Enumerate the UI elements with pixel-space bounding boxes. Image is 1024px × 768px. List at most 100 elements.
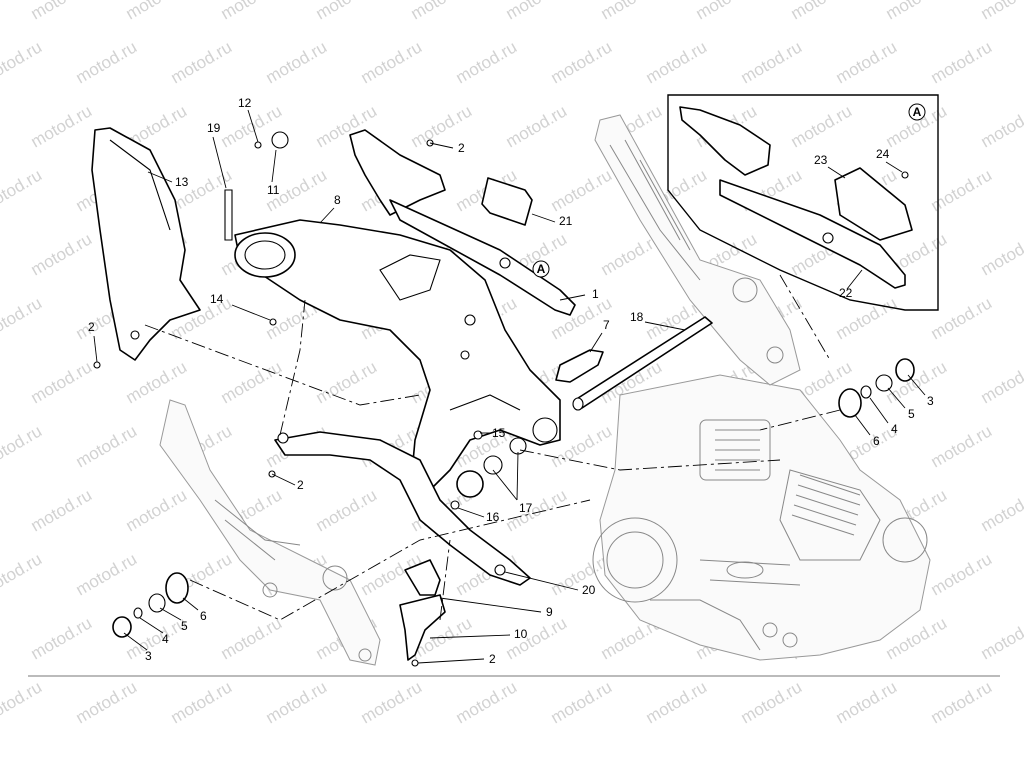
part-number-p8: 8 [334, 193, 341, 207]
watermark-text: motod.ru [73, 37, 141, 87]
part-number-p2a: 2 [458, 141, 465, 155]
watermark-text: motod.ru [788, 101, 856, 151]
watermark-text: motod.ru [73, 677, 141, 727]
watermark-text: motod.ru [0, 549, 45, 599]
part-number-p18: 18 [630, 310, 644, 324]
watermark-text: motod.ru [643, 677, 711, 727]
part-number-p6a: 6 [873, 434, 880, 448]
leader-line-p14 [231, 304, 271, 321]
watermark-text: motod.ru [28, 357, 96, 407]
watermark-text: motod.ru [218, 0, 286, 23]
leader-line-p4a [869, 397, 889, 424]
part-number-p3a: 3 [927, 394, 934, 408]
detail-a-inset [667, 94, 939, 311]
watermark-text: motod.ru [168, 37, 236, 87]
left-footpeg-bracket [159, 399, 381, 666]
watermark-text: motod.ru [978, 101, 1024, 151]
watermark-text: motod.ru [548, 37, 616, 87]
leader-line-p17 [492, 469, 518, 501]
detail-a-callout-inset: A [908, 103, 926, 121]
callout-a-inset-label: A [913, 105, 922, 119]
watermark-text: motod.ru [978, 357, 1024, 407]
part-number-p4a: 4 [891, 422, 898, 436]
leader-line-p16 [457, 507, 485, 518]
watermark-text: motod.ru [263, 37, 331, 87]
leader-line-p3a [907, 374, 926, 396]
gasket-7 [555, 349, 604, 383]
leader-line-p20 [504, 571, 579, 591]
watermark-text: motod.ru [643, 37, 711, 87]
watermark-text: motod.ru [503, 0, 571, 23]
leader-line-p5b [159, 607, 182, 621]
part-number-p19: 19 [207, 121, 221, 135]
part-number-p7: 7 [603, 318, 610, 332]
watermark-text: motod.ru [313, 357, 381, 407]
watermark-text: motod.ru [0, 165, 45, 215]
watermark-text: motod.ru [738, 37, 806, 87]
leader-line-p6b [182, 597, 199, 611]
leader-line-p19 [212, 136, 227, 189]
leader-line-p4b [139, 617, 164, 634]
callout-a-main-label: A [537, 262, 546, 276]
leader-line-p1 [559, 294, 586, 301]
watermark-text: motod.ru [503, 485, 571, 535]
leader-lines [93, 109, 926, 664]
watermark-text: motod.ru [73, 549, 141, 599]
watermark-text: motod.ru [123, 613, 191, 663]
leader-line-p5a [887, 387, 906, 409]
leader-line-p6a [854, 414, 871, 436]
detail-a-callout-main: A [532, 260, 550, 278]
part-number-p12: 12 [238, 96, 252, 110]
bracket-9 [404, 559, 441, 596]
watermark-text: motod.ru [28, 613, 96, 663]
watermark-text: motod.ru [503, 613, 571, 663]
watermark-text: motod.ru [0, 37, 45, 87]
leader-line-p24 [885, 161, 903, 173]
leader-line-p21 [531, 213, 556, 223]
watermark-text: motod.ru [358, 37, 426, 87]
engine-assembly [592, 374, 931, 661]
leader-line-p8 [319, 207, 335, 224]
watermark-text: motod.ru [358, 677, 426, 727]
part-number-p3b: 3 [145, 649, 152, 663]
leader-line-p9 [439, 597, 542, 613]
watermark-text: motod.ru [833, 37, 901, 87]
right-spacer-assembly [838, 358, 915, 418]
leader-line-p12 [247, 109, 259, 143]
watermark-text: motod.ru [833, 677, 901, 727]
part-number-p21: 21 [559, 214, 573, 228]
part-number-p10: 10 [514, 627, 528, 641]
watermark-text: motod.ru [168, 677, 236, 727]
rear-mudguard [91, 127, 201, 361]
part-number-p2d: 2 [489, 652, 496, 666]
chain-guard [349, 129, 576, 316]
watermark-text: motod.ru [218, 613, 286, 663]
watermark-text: motod.ru [598, 0, 666, 23]
watermark-text: motod.ru [0, 421, 45, 471]
part-number-p22: 22 [839, 286, 853, 300]
watermark-text: motod.ru [28, 0, 96, 23]
watermark-text: motod.ru [123, 357, 191, 407]
watermark-text: motod.ru [28, 485, 96, 535]
leader-line-p2b [93, 335, 98, 363]
watermark-text: motod.ru [503, 101, 571, 151]
part-number-p6b: 6 [200, 609, 207, 623]
watermark-text: motod.ru [928, 677, 996, 727]
part-number-p4b: 4 [162, 632, 169, 646]
watermark-text: motod.ru [408, 0, 476, 23]
leader-line-p2d [417, 658, 485, 664]
watermark-text: motod.ru [833, 293, 901, 343]
watermark-text: motod.ru [123, 0, 191, 23]
part-number-p20: 20 [582, 583, 596, 597]
watermark-text: motod.ru [738, 677, 806, 727]
watermark-text: motod.ru [0, 677, 45, 727]
part-number-p2b: 2 [88, 320, 95, 334]
watermark-text: motod.ru [73, 421, 141, 471]
shock-mount-parts [450, 430, 527, 510]
leader-line-p2a [429, 142, 454, 149]
leader-line-p23 [827, 166, 846, 179]
part-number-p16: 16 [486, 510, 500, 524]
watermark-text: motod.ru [928, 549, 996, 599]
watermark-text: motod.ru [693, 0, 761, 23]
